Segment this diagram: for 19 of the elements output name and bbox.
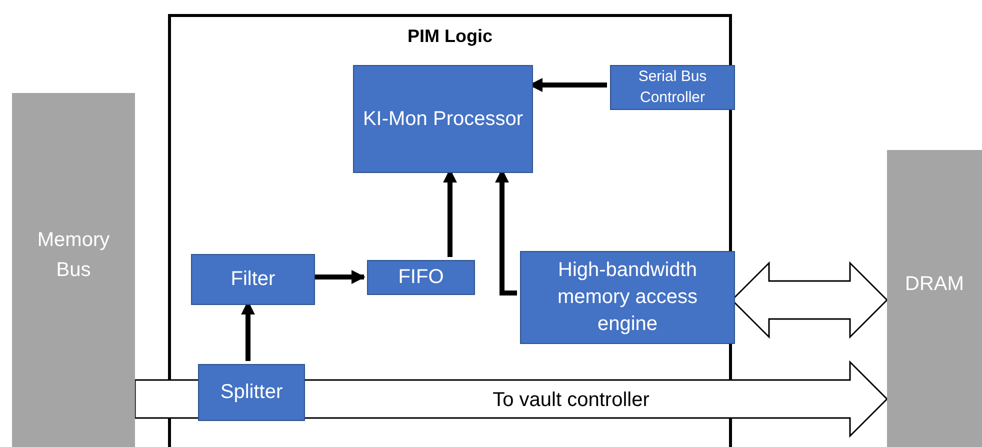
- box-label: High-bandwidth memory access engine: [556, 258, 699, 337]
- box-label: Filter: [230, 267, 276, 292]
- box-label: Serial Bus Controller: [637, 67, 708, 108]
- process-box: [198, 364, 305, 421]
- frame-title: PIM Logic: [408, 25, 492, 48]
- memory-block: [887, 150, 982, 447]
- box-label: Splitter: [220, 380, 283, 405]
- box-label: Memory Bus: [36, 228, 111, 283]
- box-label: FIFO: [398, 265, 444, 290]
- box-label: DRAM: [904, 272, 965, 296]
- box-label: KI-Mon Processor: [362, 106, 524, 132]
- process-box: [191, 254, 315, 305]
- process-box: [353, 65, 533, 173]
- process-box: [367, 260, 475, 295]
- process-box: [520, 251, 735, 344]
- arrow: [312, 270, 366, 284]
- pim-logic-frame: [168, 14, 732, 447]
- memory-block: [12, 93, 135, 447]
- process-box: [610, 65, 735, 110]
